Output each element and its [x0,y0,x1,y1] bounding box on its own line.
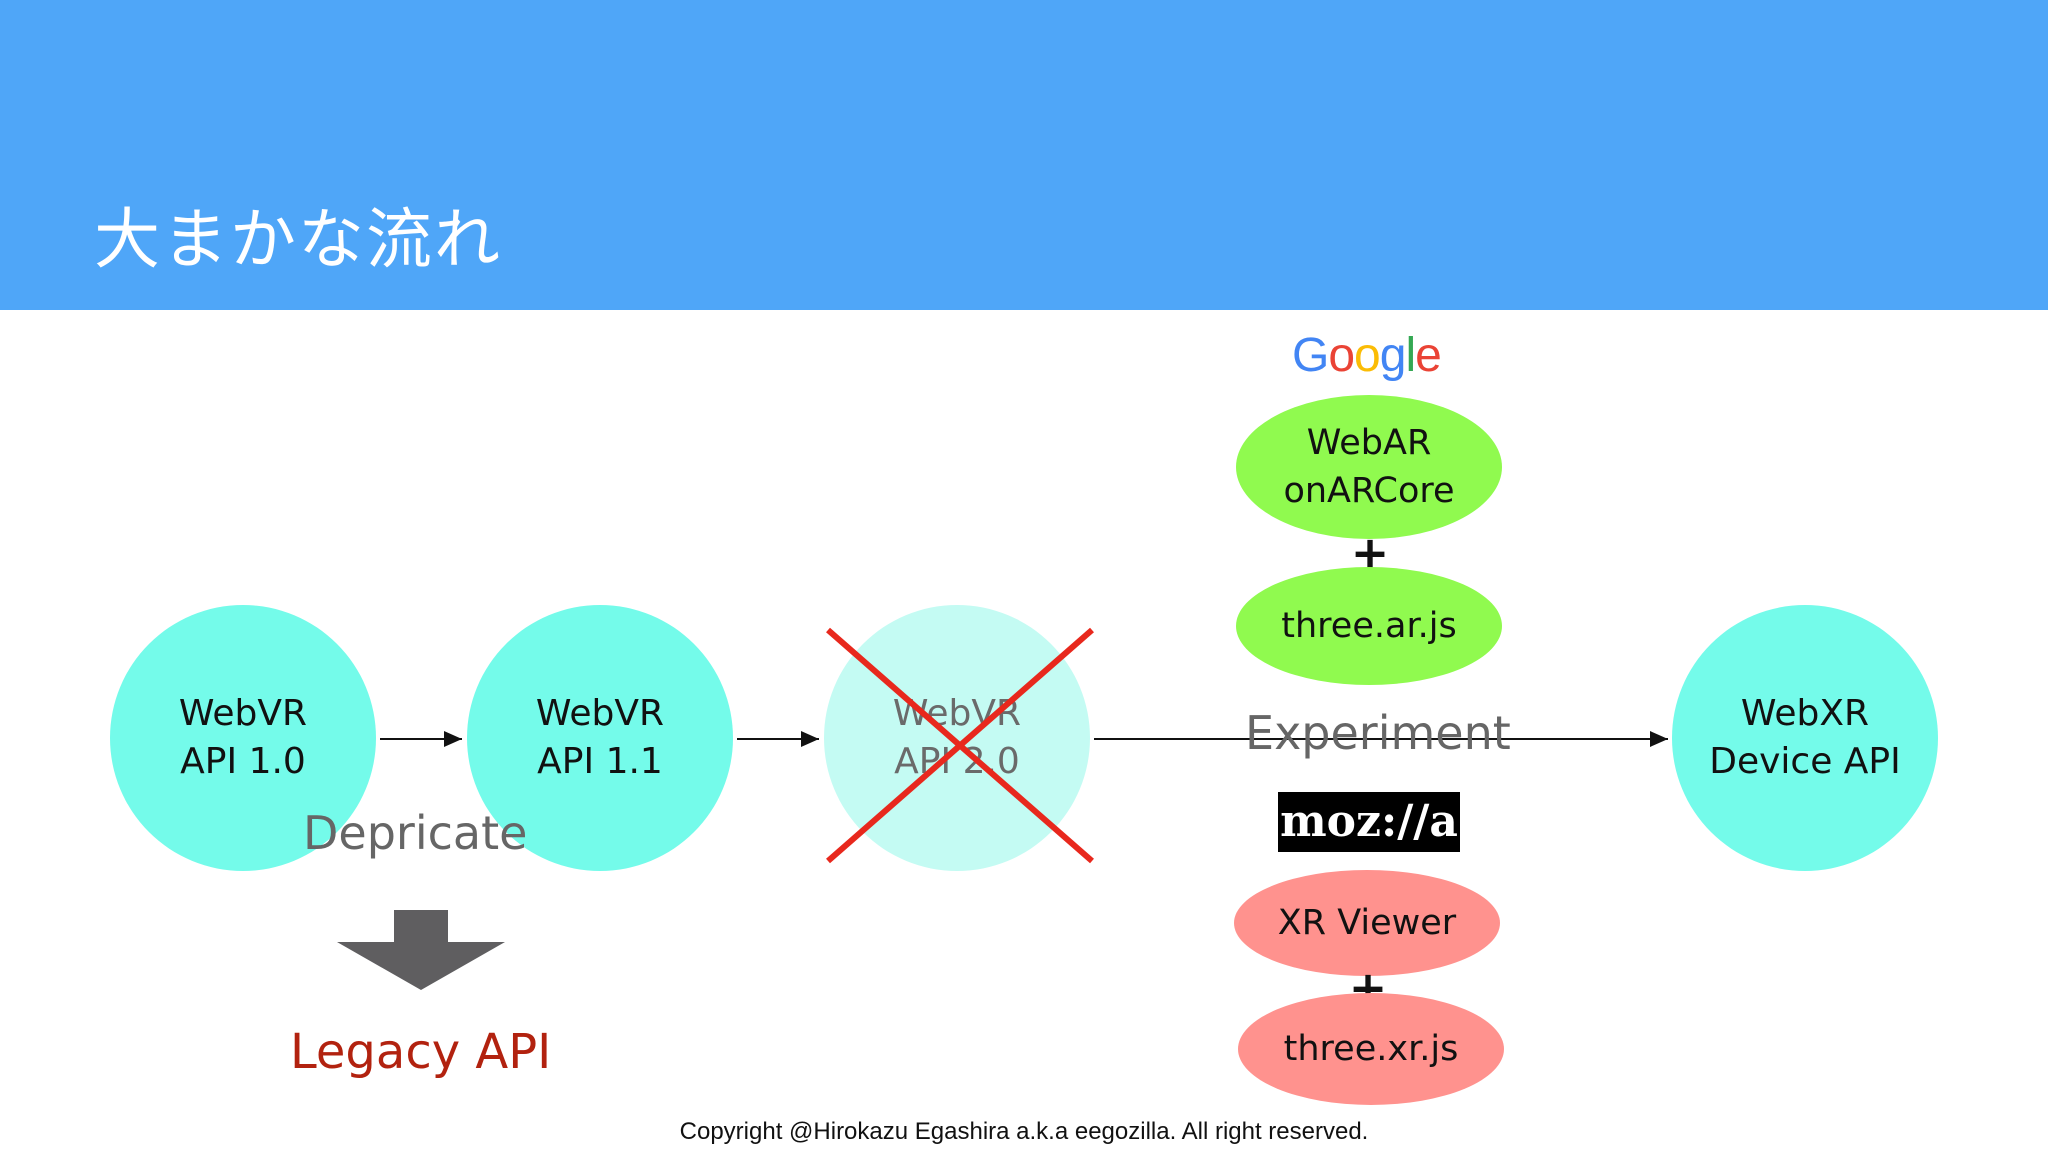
node-webvr-1-1: WebVR API 1.1 [467,605,733,871]
webar-line1: WebAR [1306,423,1432,463]
node-webxr-device-api: WebXR Device API [1672,605,1938,871]
oval-webar-onarcore: WebAR onARCore [1236,395,1502,539]
experiment-label: Experiment [1245,706,1511,760]
oval-xr-viewer: XR Viewer [1234,870,1500,976]
node-webvr-1-0-line2: API 1.0 [180,741,306,782]
copyright-footer: Copyright @Hirokazu Egashira a.k.a eegoz… [679,1118,1369,1145]
depricate-label: Depricate [303,806,528,860]
google-logo-letter-6: e [1415,329,1442,382]
node-webxr-line2: Device API [1709,741,1901,782]
xr-viewer-label: XR Viewer [1277,903,1457,943]
node-webvr-1-0: WebVR API 1.0 [110,605,376,871]
node-webvr-1-0-line1: WebVR [178,693,308,734]
google-logo-letter-5: l [1405,329,1416,382]
down-arrow [337,910,505,990]
google-logo-letter-1: G [1292,329,1329,382]
node-webvr-1-1-line1: WebVR [535,693,665,734]
node-webxr-line1: WebXR [1740,693,1870,734]
node-webvr-1-1-line2: API 1.1 [537,741,663,782]
three-xr-js-label: three.xr.js [1283,1029,1459,1069]
google-logo: Google [1292,328,1442,383]
mozilla-logo: moz://a [1278,792,1460,852]
cross-mark-b [826,627,1094,864]
google-logo-letter-4: g [1379,329,1407,382]
google-logo-letter-3: o [1354,329,1381,382]
three-ar-js-label: three.ar.js [1281,606,1457,646]
webar-line2: onARCore [1283,471,1455,511]
header-banner: 大まかな流れ [0,0,2048,310]
page-title: 大まかな流れ [94,201,502,278]
oval-three-xr-js: three.xr.js [1238,993,1504,1105]
google-logo-letter-2: o [1328,329,1355,382]
legacy-api-label: Legacy API [290,1024,552,1080]
oval-three-ar-js: three.ar.js [1236,567,1502,685]
